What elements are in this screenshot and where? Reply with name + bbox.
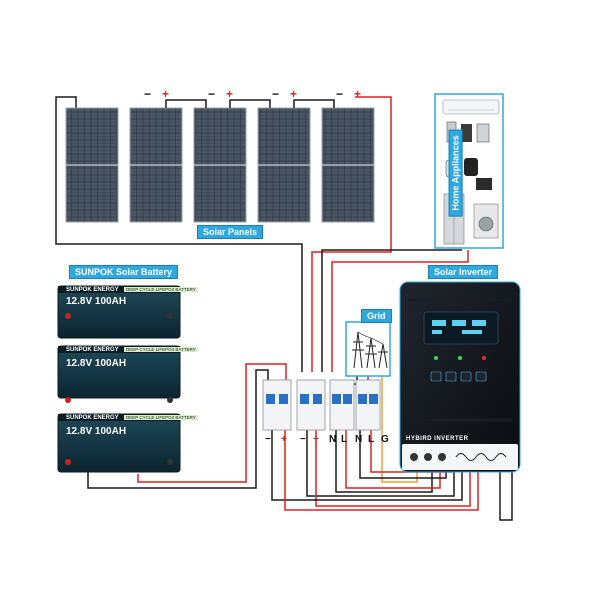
panel-negative-mark: −: [208, 87, 216, 101]
food-processor-icon: [476, 123, 490, 143]
home-appliances-label: Home Appliances: [448, 129, 463, 217]
battery-voltage: 12.8V 100AH: [66, 296, 127, 307]
solar-inverter-label: Solar Inverter: [428, 265, 499, 279]
battery-unit: [57, 413, 181, 473]
panel-negative-mark: −: [144, 87, 152, 101]
battery-voltage: 12.8V 100AH: [66, 426, 127, 437]
panel-array-wires: [55, 96, 392, 372]
inverter-buttons: [430, 371, 487, 382]
battery-voltage: 12.8V 100AH: [66, 358, 127, 369]
solar-panel-array: [65, 107, 375, 223]
status-led-icon: [458, 356, 462, 360]
battery-terminal-negative-icon: [167, 459, 173, 465]
terminal-label: L: [341, 434, 348, 445]
battery-chemistry: DEEP CYCLE LIFEPO4 BATTERY: [124, 347, 198, 352]
panel-positive-mark: +: [354, 87, 362, 101]
terminal-label: −: [300, 434, 306, 445]
battery-terminal-negative-icon: [167, 397, 173, 403]
inverter-display: [423, 311, 499, 345]
status-led-icon: [482, 356, 486, 360]
breaker-row: [262, 379, 381, 431]
battery-brand: SUNPOK ENERGY: [66, 287, 119, 293]
sine-wave-icon: [455, 453, 507, 461]
air-conditioner-icon: [442, 99, 500, 115]
battery-brand: SUNPOK ENERGY: [66, 415, 119, 421]
battery-chemistry: DEEP CYCLE LIFEPO4 BATTERY: [124, 287, 198, 292]
battery-unit: [57, 285, 181, 339]
air-fryer-icon: [464, 158, 478, 176]
inverter-model-text: HYBIRD INVERTER: [406, 436, 469, 442]
battery-brand: SUNPOK ENERGY: [66, 347, 119, 353]
grid-label: Grid: [361, 309, 392, 323]
solar-panels-label: Solar Panels: [197, 225, 264, 239]
terminal-label: G: [381, 434, 389, 445]
grid-source: [345, 321, 391, 377]
battery-bank: [57, 285, 181, 473]
battery-terminal-positive-icon: [65, 313, 71, 319]
terminal-label: +: [281, 434, 287, 445]
dc-breaker-pv: [296, 379, 326, 431]
power-tower-icon: [352, 331, 388, 369]
terminal-label: N: [355, 434, 363, 445]
panel-series-links: [165, 99, 335, 108]
panel-negative-mark: −: [272, 87, 280, 101]
panel-negative-mark: −: [336, 87, 344, 101]
inverter-port-icons: [410, 453, 446, 461]
ac-breaker-load: [329, 379, 355, 431]
inverter-pv-wires: [306, 430, 471, 507]
terminal-label: +: [313, 434, 319, 445]
terminal-label: N: [329, 434, 337, 445]
battery-terminal-negative-icon: [167, 313, 173, 319]
battery-chemistry: DEEP CYCLE LIFEPO4 BATTERY: [124, 415, 198, 420]
battery-terminal-positive-icon: [65, 459, 71, 465]
panel-positive-mark: +: [290, 87, 298, 101]
terminal-label: L: [368, 434, 375, 445]
toaster-oven-icon: [476, 178, 492, 190]
panel-positive-mark: +: [162, 87, 170, 101]
panel-positive-mark: +: [226, 87, 234, 101]
solar-battery-label: SUNPOK Solar Battery: [69, 265, 179, 279]
terminal-label: −: [265, 434, 271, 445]
solar-inverter: [399, 281, 521, 473]
battery-wires: [87, 363, 479, 511]
status-led-icon: [434, 356, 438, 360]
battery-unit: [57, 345, 181, 403]
ac-breaker-grid: [355, 379, 381, 431]
home-appliances-group: [434, 93, 504, 249]
coffee-maker-icon: [461, 124, 472, 142]
dc-breaker-battery: [262, 379, 292, 431]
battery-terminal-positive-icon: [65, 397, 71, 403]
